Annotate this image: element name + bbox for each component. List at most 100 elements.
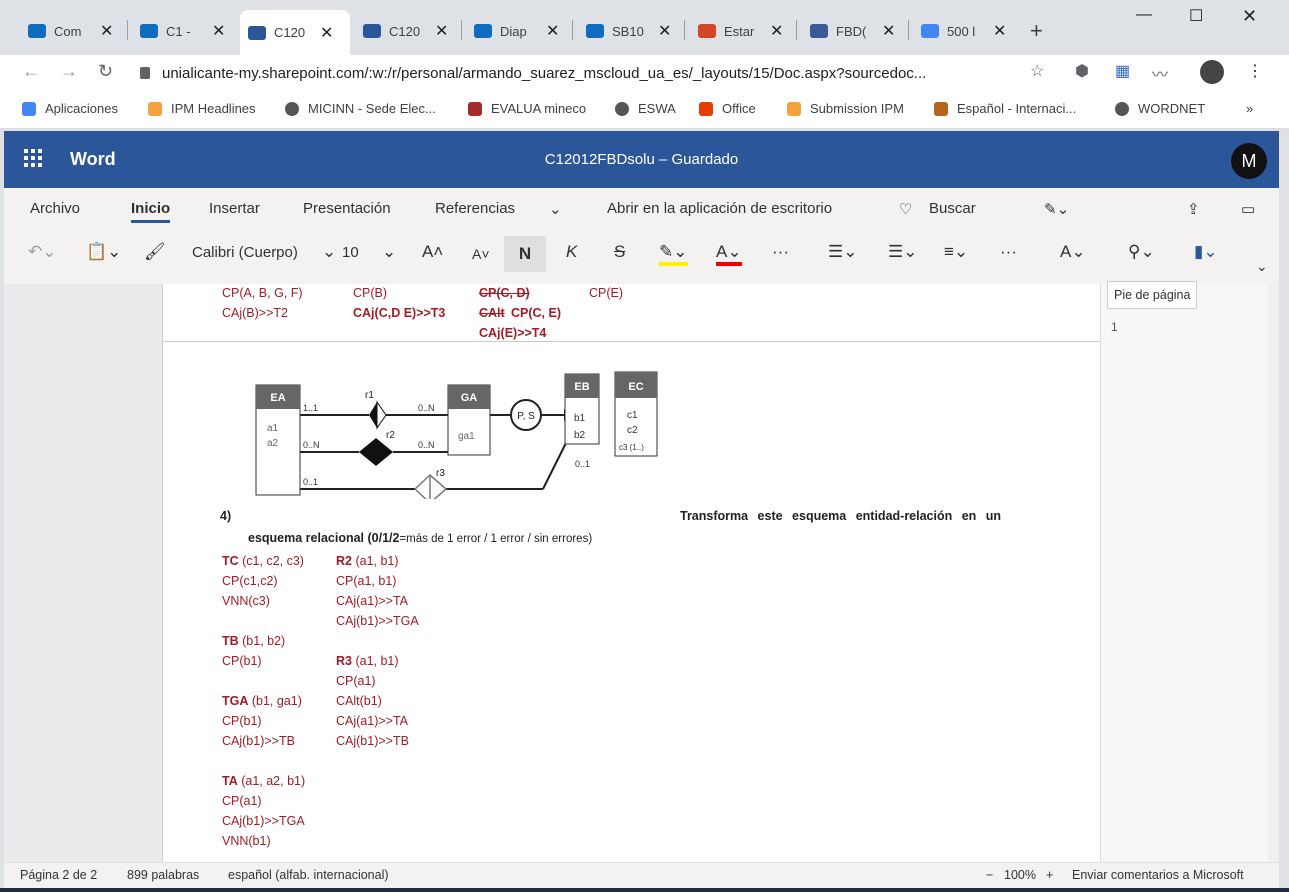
tab-inicio[interactable]: Inicio [131,200,171,223]
schema-text: VNN(c3) [222,594,270,608]
schema-text: CAj(a1)>>TA [336,594,409,608]
close-icon[interactable]: ✕ [320,24,334,42]
close-icon[interactable]: ✕ [212,23,226,40]
tab-label: FBD( [836,23,867,39]
close-icon[interactable]: ✕ [100,23,114,40]
bookmark-item[interactable]: Español - Internaci... [934,101,1076,116]
menu-icon[interactable]: ⋮ [1247,63,1263,80]
user-avatar[interactable]: M [1231,143,1267,179]
chevron-down-icon[interactable]: ⌄ [322,242,337,261]
minimize-icon[interactable]: — [1136,6,1152,23]
bullets-icon[interactable]: ☰⌄ [828,242,858,261]
more-bookmarks-icon[interactable]: » [1246,101,1254,116]
shrink-font-icon[interactable]: A˅ [472,246,490,262]
close-icon[interactable]: ✕ [658,23,672,40]
editing-mode-icon[interactable]: ✎⌄ [1044,201,1070,218]
undo-icon[interactable]: ↶⌄ [28,242,57,261]
extension-icon[interactable]: ▦ [1115,63,1131,80]
close-icon[interactable]: ✕ [770,23,784,40]
dictate-icon[interactable]: ▮⌄ [1194,242,1218,261]
attr-a2: a2 [267,438,279,449]
styles-icon[interactable]: A⌄ [1060,242,1086,261]
new-tab-button[interactable]: + [1030,18,1043,43]
profile-avatar[interactable] [1200,60,1224,84]
comments-icon[interactable]: ▭ [1241,201,1256,218]
expand-ribbon-icon[interactable]: ⌄ [1256,258,1268,274]
paste-icon[interactable]: 📋⌄ [86,242,122,261]
schema-line: CP(b1) [222,714,262,728]
document-page[interactable]: CP(A, B, G, F) CAj(B)>>T2 CP(B) CAj(C,D … [162,284,1103,862]
font-size-dropdown[interactable]: 10 [342,244,359,261]
format-painter-icon[interactable]: 🖌 [144,242,166,261]
close-icon[interactable]: ✕ [882,23,896,40]
entity-ec-label: EC [628,381,643,393]
extension-icon[interactable]: 〰 [1152,67,1169,84]
browser-tab[interactable]: Estar ✕ [690,14,791,48]
back-icon[interactable]: ← [22,61,40,81]
italic-button[interactable]: K [566,242,578,261]
document-title[interactable]: C12012FBDsolu – Guardado [544,151,739,168]
maximize-icon[interactable]: ☐ [1189,8,1204,25]
zoom-out-button[interactable]: − [986,868,994,882]
language[interactable]: español (alfab. internacional) [228,868,389,882]
browser-tab-active[interactable]: C120 ✕ [240,10,350,55]
browser-tab[interactable]: FBD( ✕ [802,14,903,48]
extension-icon[interactable]: ⬢ [1075,63,1089,80]
feedback-link[interactable]: Enviar comentarios a Microsoft [1072,868,1244,882]
word-count[interactable]: 899 palabras [127,868,200,882]
more-tabs-chevron-icon[interactable]: ⌄ [549,201,562,218]
close-icon[interactable]: ✕ [435,23,449,40]
chevron-down-icon[interactable]: ⌄ [382,242,397,261]
font-name-dropdown[interactable]: Calibri (Cuerpo) [192,244,298,261]
browser-tab[interactable]: C1 - ✕ [132,14,233,48]
align-icon[interactable]: ≡⌄ [944,242,969,261]
tab-archivo[interactable]: Archivo [30,200,81,217]
zoom-in-button[interactable]: + [1046,868,1054,882]
browser-tab[interactable]: 500 l ✕ [913,14,1014,48]
bookmark-item[interactable]: Submission IPM [787,101,904,116]
vertical-scrollbar[interactable] [1268,284,1279,862]
tab-insertar[interactable]: Insertar [209,200,260,217]
share-icon[interactable]: ⇪ [1187,201,1200,218]
footer-label[interactable]: Pie de página [1107,281,1198,309]
entity-ga-label: GA [461,392,478,404]
zoom-level[interactable]: 100% [1004,868,1036,882]
browser-tab[interactable]: Diap ✕ [466,14,567,48]
close-icon[interactable]: ✕ [546,23,560,40]
more-icon[interactable]: ··· [772,242,789,261]
strikethrough-button[interactable]: S [614,242,626,261]
bold-button[interactable]: N [504,236,546,272]
schema-text: (b1, b2) [238,634,286,648]
browser-tab[interactable]: C120 ✕ [355,14,456,48]
numbering-icon[interactable]: ☰⌄ [888,242,918,261]
section-divider [163,341,1103,342]
close-icon[interactable]: ✕ [993,23,1007,40]
bookmark-item[interactable]: Office [699,101,756,116]
find-icon[interactable]: ⚲⌄ [1128,242,1155,261]
tab-divider [461,20,462,40]
close-window-icon[interactable]: ✕ [1242,6,1258,26]
browser-tab[interactable]: SB10 ✕ [578,14,679,48]
bookmark-item[interactable]: ESWA [615,101,676,116]
open-desktop-app-button[interactable]: Abrir en la aplicación de escritorio [607,200,833,217]
bookmark-item[interactable]: IPM Headlines [148,101,256,116]
app-name[interactable]: Word [70,149,116,169]
more-icon[interactable]: ··· [1000,242,1017,261]
address-bar[interactable]: unialicante-my.sharepoint.com/:w:/r/pers… [140,58,1060,88]
bookmark-item[interactable]: EVALUA mineco [468,101,586,116]
font-color-icon[interactable]: A⌄ [716,242,742,266]
app-launcher-icon[interactable] [24,149,42,167]
search-box[interactable]: Buscar [929,200,976,217]
browser-tab[interactable]: Com ✕ [20,14,121,48]
tab-referencias[interactable]: Referencias [435,200,516,217]
bookmark-item[interactable]: WORDNET [1115,101,1205,116]
tab-presentacion[interactable]: Presentación [303,200,391,217]
reload-icon[interactable]: ↻ [98,61,114,81]
highlight-icon[interactable]: ✎⌄ [659,242,688,266]
forward-icon[interactable]: → [60,61,78,81]
tab-label: C120 [274,25,306,40]
grow-font-icon[interactable]: A˄ [422,242,444,261]
bookmark-item[interactable]: MICINN - Sede Elec... [285,101,436,116]
bookmark-apps[interactable]: Aplicaciones [22,101,118,116]
star-icon[interactable]: ☆ [1030,63,1045,80]
